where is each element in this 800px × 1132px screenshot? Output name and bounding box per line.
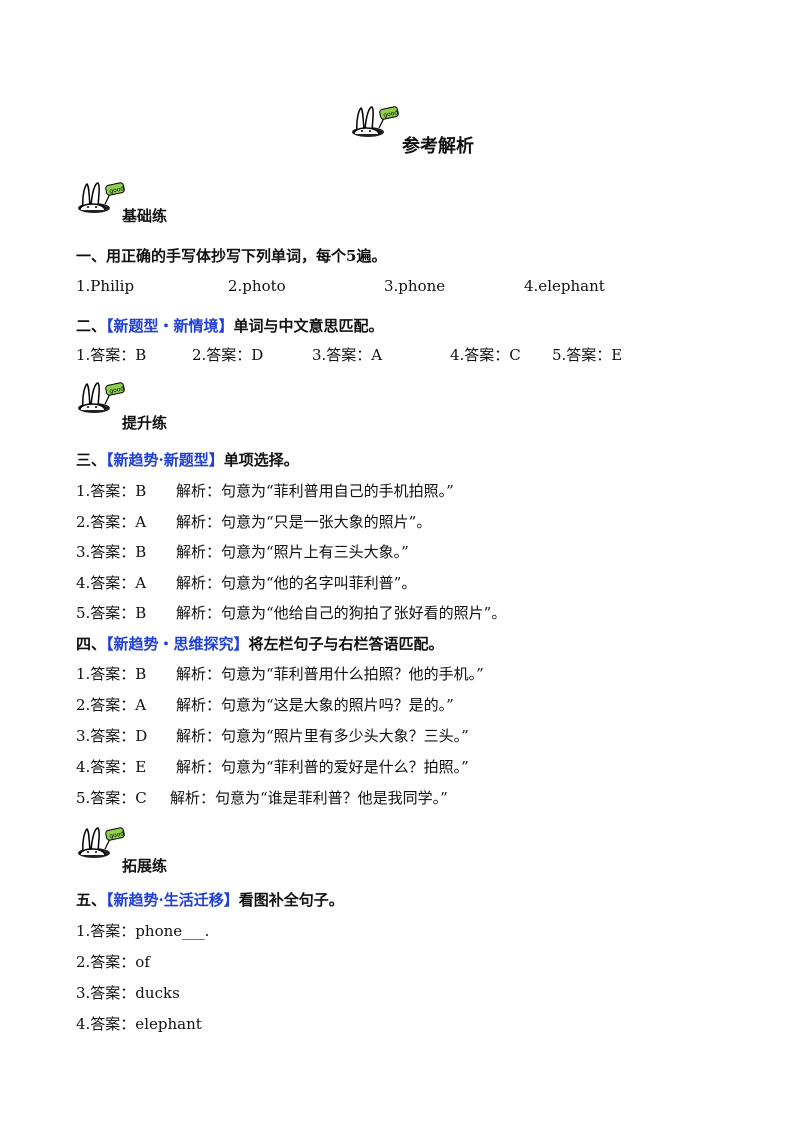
q5-answer: 3.答案：ducks bbox=[76, 984, 180, 1002]
rabbit-icon: good bbox=[78, 182, 125, 213]
q1-item: 4.elephant bbox=[524, 277, 605, 295]
q3-answer: 5.答案：B bbox=[76, 604, 147, 622]
rabbit-sign-text: good bbox=[383, 109, 399, 119]
q5-heading: 五、【新趋势·生活迁移】看图补全句子。 bbox=[76, 890, 344, 910]
q3-answer: 4.答案：A bbox=[76, 574, 147, 592]
rabbit-icon: good bbox=[78, 827, 125, 858]
section-basic: 基础练 bbox=[122, 207, 168, 225]
q2-prefix: 二、 bbox=[76, 317, 107, 335]
q5-answer: 4.答案：elephant bbox=[76, 1015, 202, 1033]
q2-answer: 4.答案：C bbox=[450, 346, 521, 364]
q3-tag: 【新趋势·新题型】 bbox=[106, 451, 224, 469]
q4-heading: 四、【新趋势・思维探究】将左栏句子与右栏答语匹配。 bbox=[76, 634, 444, 654]
q3-explanation: 解析：句意为“菲利普用自己的手机拍照。” bbox=[176, 482, 454, 500]
q5-rest: 看图补全句子。 bbox=[238, 891, 344, 909]
q3-heading: 三、【新趋势·新题型】单项选择。 bbox=[76, 450, 299, 470]
page-title: 参考解析 bbox=[402, 136, 474, 157]
q1-item: 2.photo bbox=[228, 277, 286, 295]
q3-answer: 2.答案：A bbox=[76, 513, 147, 531]
rabbit-sign-text: good bbox=[109, 385, 125, 395]
q3-rest: 单项选择。 bbox=[223, 451, 299, 469]
q1-item: 3.phone bbox=[384, 277, 446, 295]
q4-tag: 【新趋势・思维探究】 bbox=[106, 635, 249, 653]
q2-answer: 3.答案：A bbox=[312, 346, 383, 364]
q5-answer: 1.答案：phone___. bbox=[76, 922, 210, 940]
q5-prefix: 五、 bbox=[76, 891, 107, 909]
q4-prefix: 四、 bbox=[76, 635, 107, 653]
q3-answer: 1.答案：B bbox=[76, 482, 147, 500]
q3-prefix: 三、 bbox=[76, 451, 107, 469]
q4-explanation: 解析：句意为“照片里有多少头大象？三头。” bbox=[176, 727, 469, 745]
q2-heading: 二、【新题型・新情境】单词与中文意思匹配。 bbox=[76, 316, 384, 336]
q2-answer: 2.答案：D bbox=[192, 346, 264, 364]
q4-explanation: 解析：句意为“这是大象的照片吗？是的。” bbox=[176, 696, 454, 714]
q1-item: 1.Philip bbox=[76, 277, 135, 295]
section-improve: 提升练 bbox=[122, 414, 168, 432]
q3-answer: 3.答案：B bbox=[76, 543, 147, 561]
q4-explanation: 解析：句意为“菲利普用什么拍照？他的手机。” bbox=[176, 665, 484, 683]
q3-explanation: 解析：句意为“他的名字叫菲利普”。 bbox=[176, 574, 417, 592]
q4-answer: 3.答案：D bbox=[76, 727, 148, 745]
q2-answer: 5.答案：E bbox=[552, 346, 623, 364]
q2-tag: 【新题型・新情境】 bbox=[106, 317, 234, 335]
q3-explanation: 解析：句意为“只是一张大象的照片”。 bbox=[176, 513, 432, 531]
q1-heading: 一、用正确的手写体抄写下列单词，每个5遍。 bbox=[76, 247, 387, 265]
q4-explanation: 解析：句意为“菲利普的爱好是什么？拍照。” bbox=[176, 758, 469, 776]
q4-answer: 4.答案：E bbox=[76, 758, 147, 776]
q4-answer: 5.答案：C bbox=[76, 789, 147, 807]
q2-answer: 1.答案：B bbox=[76, 346, 147, 364]
rabbit-icon: good bbox=[352, 106, 399, 137]
section-extend: 拓展练 bbox=[122, 857, 168, 875]
q2-rest: 单词与中文意思匹配。 bbox=[233, 317, 384, 335]
q5-answer: 2.答案：of bbox=[76, 953, 150, 971]
q5-tag: 【新趋势·生活迁移】 bbox=[106, 891, 239, 909]
q4-explanation: 解析：句意为“谁是菲利普？他是我同学。” bbox=[170, 789, 448, 807]
rabbit-sign-text: good bbox=[109, 830, 125, 840]
q3-explanation: 解析：句意为“他给自己的狗拍了张好看的照片”。 bbox=[176, 604, 507, 622]
q4-answer: 1.答案：B bbox=[76, 665, 147, 683]
rabbit-icon: good bbox=[78, 382, 125, 413]
q4-answer: 2.答案：A bbox=[76, 696, 147, 714]
q3-explanation: 解析：句意为“照片上有三头大象。” bbox=[176, 543, 409, 561]
rabbit-sign-text: good bbox=[109, 185, 125, 195]
q4-rest: 将左栏句子与右栏答语匹配。 bbox=[248, 635, 444, 653]
